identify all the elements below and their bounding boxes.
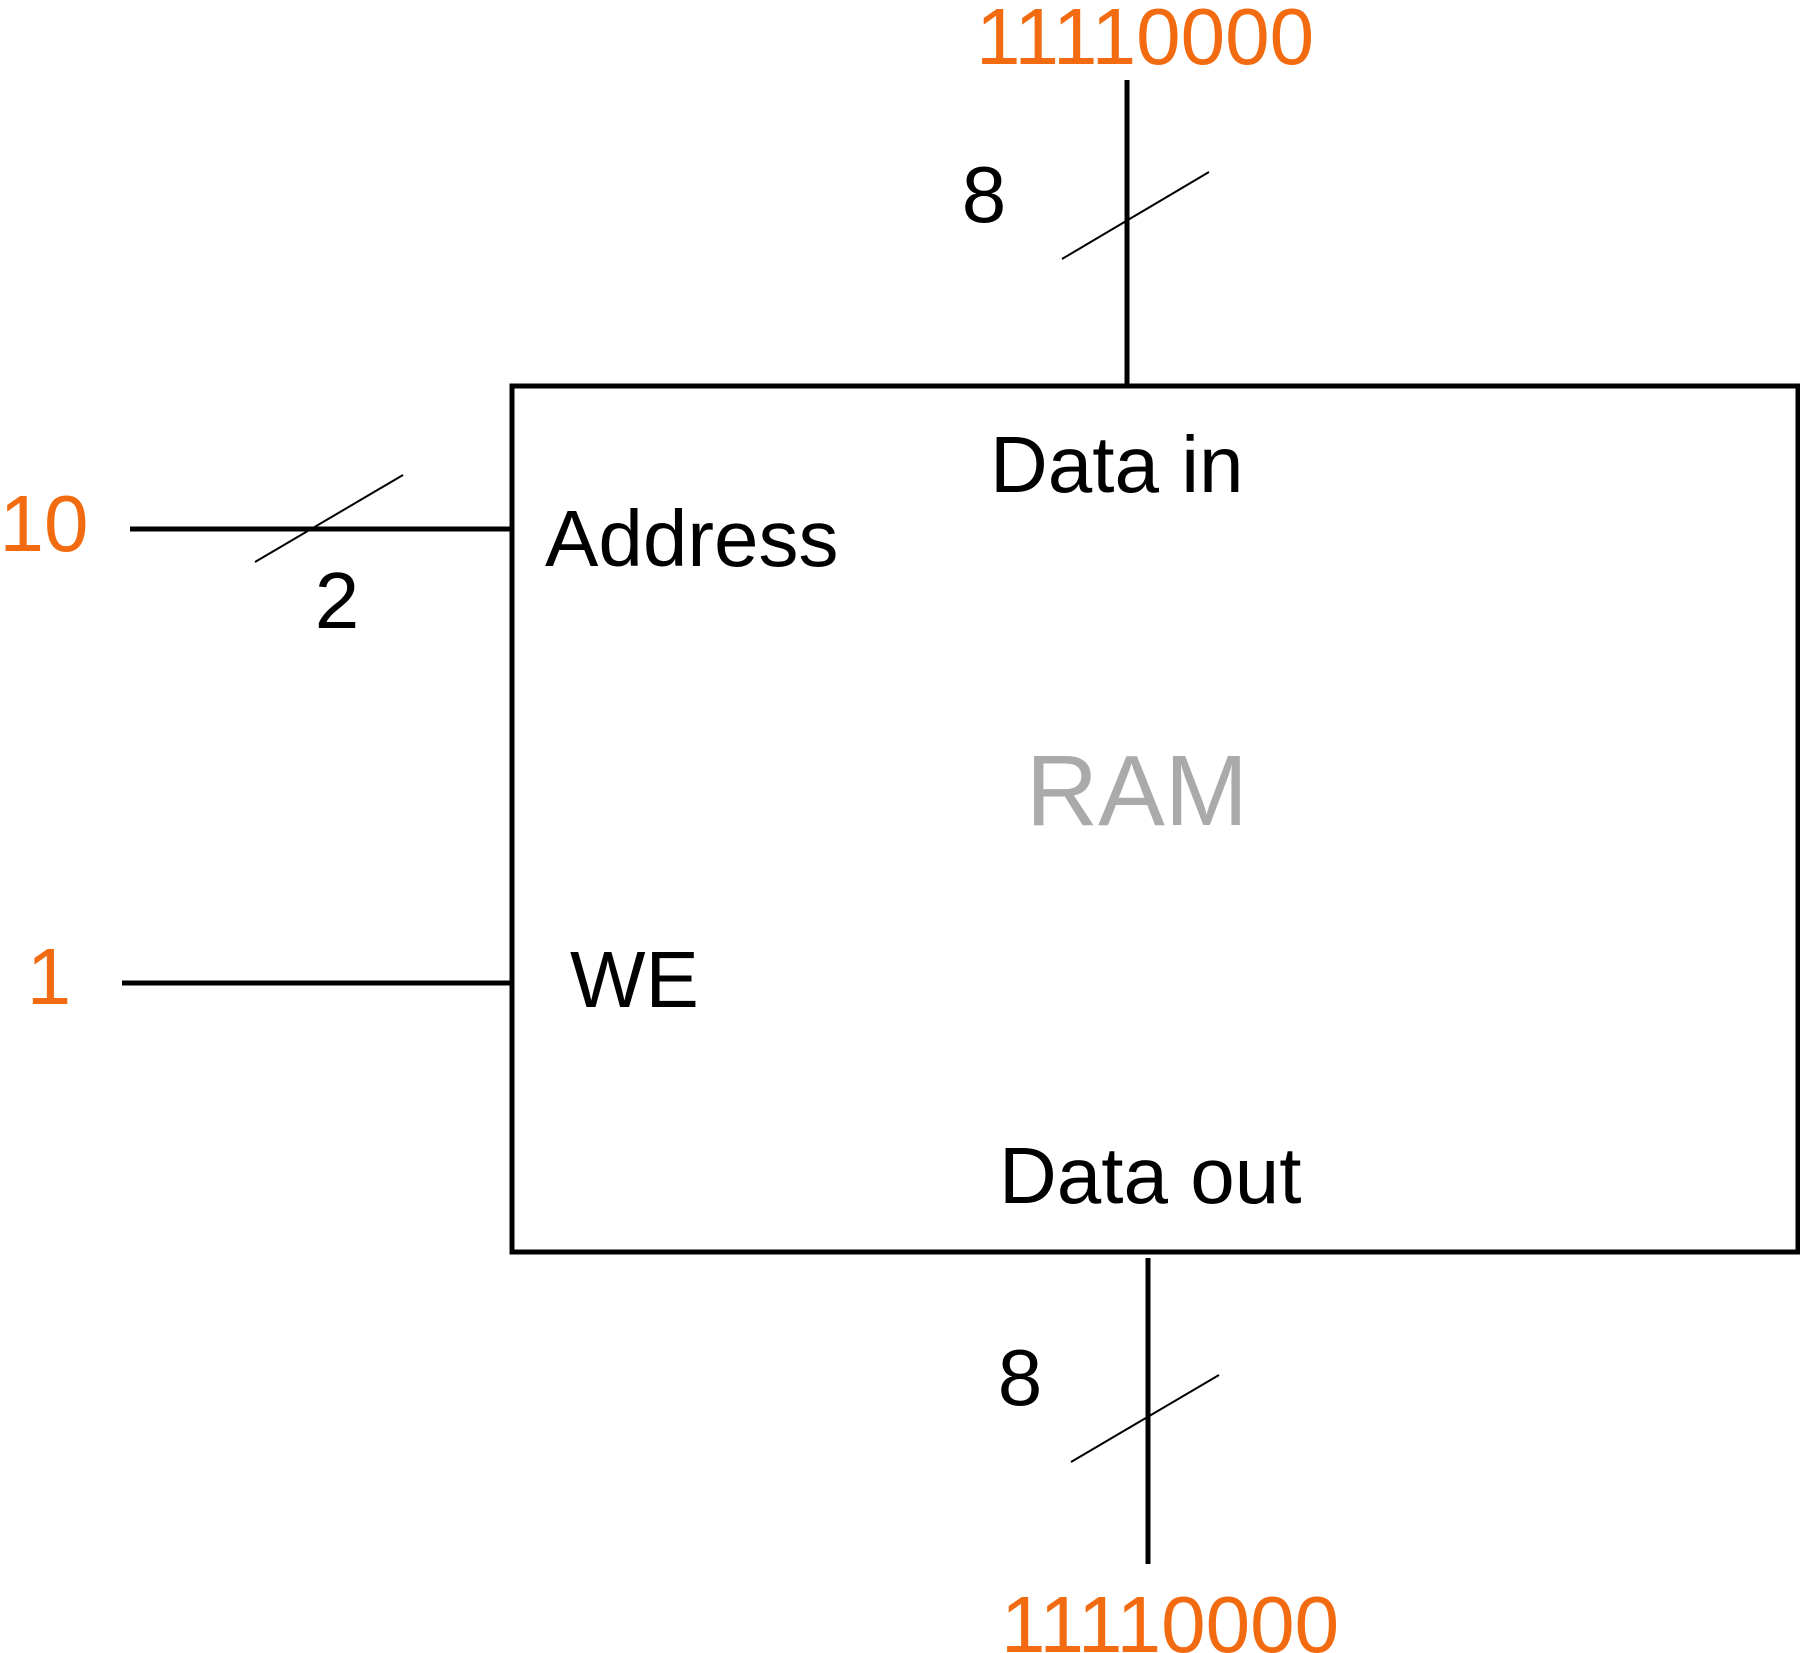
we-label: WE — [570, 935, 699, 1024]
ram-block — [509, 383, 1800, 1255]
address-label: Address — [545, 494, 838, 583]
address-value: 10 — [0, 479, 88, 568]
address-width: 2 — [315, 556, 360, 645]
we-value: 1 — [27, 932, 72, 1021]
data-out-width: 8 — [998, 1333, 1043, 1422]
address-bus-slash — [254, 474, 404, 563]
data-in-value: 11110000 — [976, 0, 1314, 81]
data-in-label: Data in — [990, 420, 1243, 509]
data-out-label: Data out — [999, 1131, 1301, 1220]
data-in-bus-slash — [1061, 171, 1210, 260]
data-in-width: 8 — [962, 150, 1007, 239]
data-out-bus-slash — [1070, 1374, 1220, 1463]
data-out-value: 11110000 — [1001, 1580, 1339, 1653]
ram-title: RAM — [1026, 735, 1248, 847]
